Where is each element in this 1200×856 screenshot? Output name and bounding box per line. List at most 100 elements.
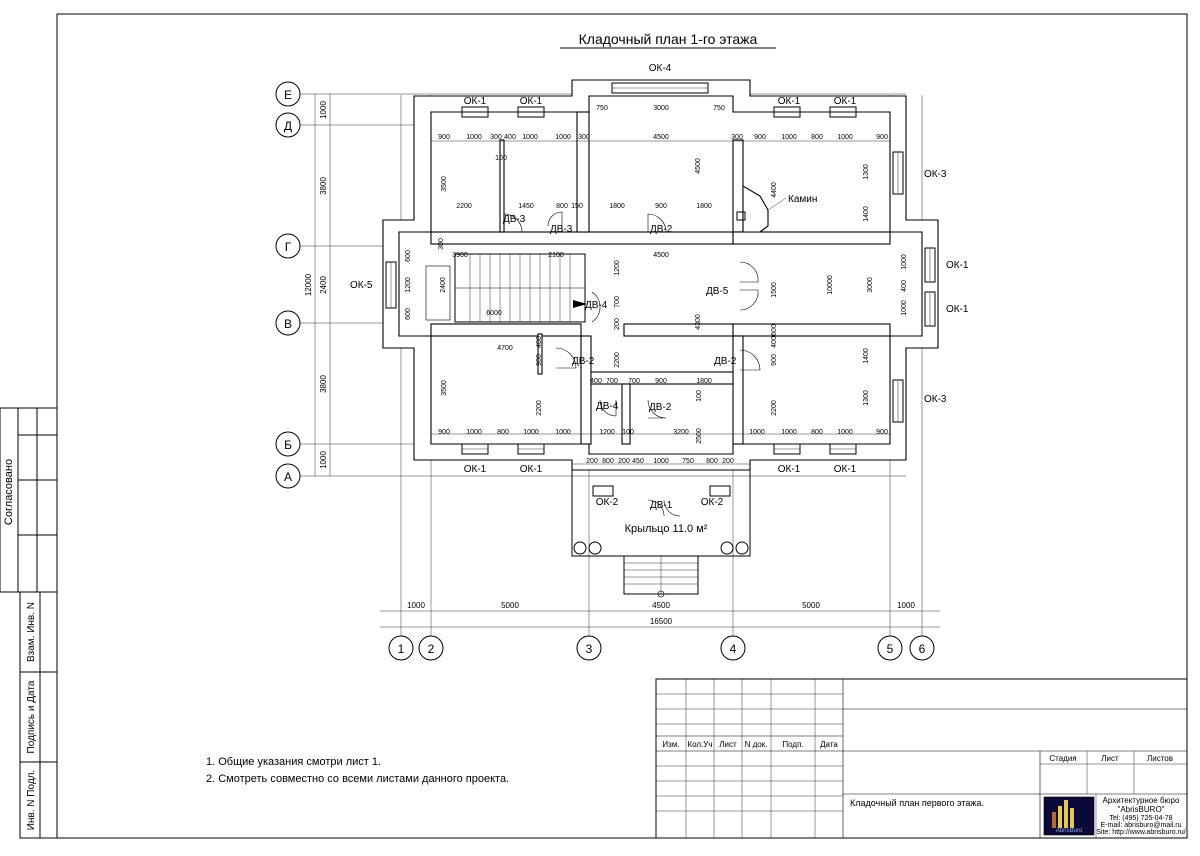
svg-text:2200: 2200 — [456, 203, 472, 210]
svg-text:1000: 1000 — [901, 300, 908, 316]
svg-text:4500: 4500 — [653, 252, 669, 259]
interior-walls — [430, 111, 891, 445]
grid-number-5: 5 — [887, 642, 894, 656]
svg-text:800: 800 — [811, 429, 823, 436]
svg-text:Site: http://www.abrisburo.ru/: Site: http://www.abrisburo.ru/ — [1096, 829, 1186, 836]
svg-text:Подп.: Подп. — [782, 740, 803, 749]
svg-text:1000: 1000 — [555, 429, 571, 436]
svg-text:2100: 2100 — [548, 252, 564, 259]
svg-text:1000: 1000 — [837, 429, 853, 436]
svg-text:750: 750 — [682, 458, 694, 465]
drawing-title: Кладочный план 1-го этажа — [579, 31, 758, 47]
svg-text:100: 100 — [495, 155, 507, 162]
svg-text:400: 400 — [536, 336, 543, 348]
svg-text:ДВ-2: ДВ-2 — [714, 356, 737, 367]
svg-text:300: 300 — [438, 238, 445, 250]
grid-letter-a: А — [284, 470, 292, 484]
svg-text:ОК-1: ОК-1 — [834, 464, 857, 475]
svg-text:4300: 4300 — [695, 314, 702, 330]
grid-letter-b: Б — [284, 438, 292, 452]
svg-text:900: 900 — [771, 354, 778, 366]
svg-text:1500: 1500 — [771, 282, 778, 298]
svg-text:1300: 1300 — [863, 390, 870, 406]
opening-labels: ОК-4 ОК-1 ОК-1 ОК-1 ОК-1 ОК-1 ОК-1 ОК-1 … — [350, 63, 969, 511]
svg-text:12000: 12000 — [304, 273, 313, 296]
svg-text:1800: 1800 — [696, 378, 712, 385]
svg-text:Дата: Дата — [820, 740, 838, 749]
svg-text:700: 700 — [614, 296, 621, 308]
logo-text: AbrisBuro — [1056, 828, 1083, 834]
svg-text:1000: 1000 — [407, 601, 425, 610]
svg-text:ДВ-2: ДВ-2 — [572, 356, 595, 367]
svg-text:3900: 3900 — [452, 252, 468, 259]
fireplace: Камин — [736, 185, 817, 233]
svg-text:5000: 5000 — [802, 601, 820, 610]
svg-text:4500: 4500 — [653, 134, 669, 141]
svg-text:"AbrisBURO": "AbrisBURO" — [1117, 805, 1164, 814]
svg-text:900: 900 — [438, 134, 450, 141]
agreed-label: Согласовано — [3, 459, 15, 525]
svg-text:ОК-2: ОК-2 — [701, 497, 724, 508]
svg-text:3200: 3200 — [673, 429, 689, 436]
svg-text:ОК-2: ОК-2 — [596, 497, 619, 508]
svg-text:Лист: Лист — [719, 740, 737, 749]
svg-text:3000: 3000 — [867, 277, 874, 293]
svg-text:100: 100 — [696, 390, 703, 402]
grid-letter-d: Д — [284, 119, 292, 133]
svg-text:200: 200 — [618, 458, 630, 465]
svg-text:1400: 1400 — [863, 348, 870, 364]
svg-text:300: 300 — [490, 134, 502, 141]
svg-text:3800: 3800 — [319, 375, 328, 393]
svg-text:900: 900 — [655, 203, 667, 210]
svg-text:2200: 2200 — [536, 400, 543, 416]
svg-text:450: 450 — [632, 458, 644, 465]
title-block: Изм. Кол.Уч Лист N док. Подп. Дата Стади… — [655, 678, 1188, 839]
svg-text:300: 300 — [731, 134, 743, 141]
grid-number-2: 2 — [428, 642, 435, 656]
svg-text:1000: 1000 — [319, 101, 328, 119]
svg-text:200: 200 — [722, 458, 734, 465]
svg-text:900: 900 — [438, 429, 450, 436]
svg-text:5000: 5000 — [501, 601, 519, 610]
general-notes: 1. Общие указания смотри лист 1. 2. Смот… — [206, 756, 509, 785]
svg-text:ОК-1: ОК-1 — [778, 96, 801, 107]
svg-text:ДВ-3: ДВ-3 — [503, 214, 526, 225]
svg-text:Архитектурное бюро: Архитектурное бюро — [1103, 796, 1180, 805]
svg-text:4500: 4500 — [652, 601, 670, 610]
svg-text:800: 800 — [811, 134, 823, 141]
svg-text:Стадия: Стадия — [1049, 754, 1076, 763]
sheet-name: Кладочный план первого этажа. — [850, 798, 984, 808]
svg-text:700: 700 — [628, 378, 640, 385]
svg-text:1800: 1800 — [696, 203, 712, 210]
svg-text:Кол.Уч: Кол.Уч — [687, 740, 712, 749]
svg-text:ОК-1: ОК-1 — [464, 96, 487, 107]
svg-text:600: 600 — [771, 324, 778, 336]
grid-letter-e: Е — [284, 88, 292, 102]
svg-text:3000: 3000 — [653, 105, 669, 112]
svg-text:1000: 1000 — [555, 134, 571, 141]
svg-text:ОК-1: ОК-1 — [834, 96, 857, 107]
label-ok4: ОК-4 — [649, 63, 672, 74]
label-ok5: ОК-5 — [350, 280, 373, 291]
firm-logo: AbrisBuro — [1043, 796, 1095, 836]
svg-text:1450: 1450 — [518, 203, 534, 210]
svg-text:1200: 1200 — [405, 277, 412, 293]
svg-text:2200: 2200 — [614, 352, 621, 368]
svg-text:2400: 2400 — [319, 276, 328, 294]
grid-letter-bubbles: Е Д Г В Б А — [275, 81, 301, 489]
svg-text:Изм.: Изм. — [662, 740, 679, 749]
doors — [503, 211, 761, 517]
svg-text:600: 600 — [405, 308, 412, 320]
svg-text:700: 700 — [606, 378, 618, 385]
svg-text:900: 900 — [536, 354, 543, 366]
porch-label: Крыльцо 11.0 м² — [625, 523, 708, 535]
note-1: 1. Общие указания смотри лист 1. — [206, 756, 381, 768]
svg-text:ОК-1: ОК-1 — [520, 96, 543, 107]
svg-text:1000: 1000 — [897, 601, 915, 610]
svg-text:1000: 1000 — [781, 134, 797, 141]
inv-label: Инв. N Подл. — [26, 770, 37, 831]
svg-text:E-mail: abrisburo@mail.ru: E-mail: abrisburo@mail.ru — [1100, 822, 1181, 829]
svg-text:N док.: N док. — [745, 740, 768, 749]
svg-text:400: 400 — [504, 134, 516, 141]
svg-text:1200: 1200 — [614, 260, 621, 276]
